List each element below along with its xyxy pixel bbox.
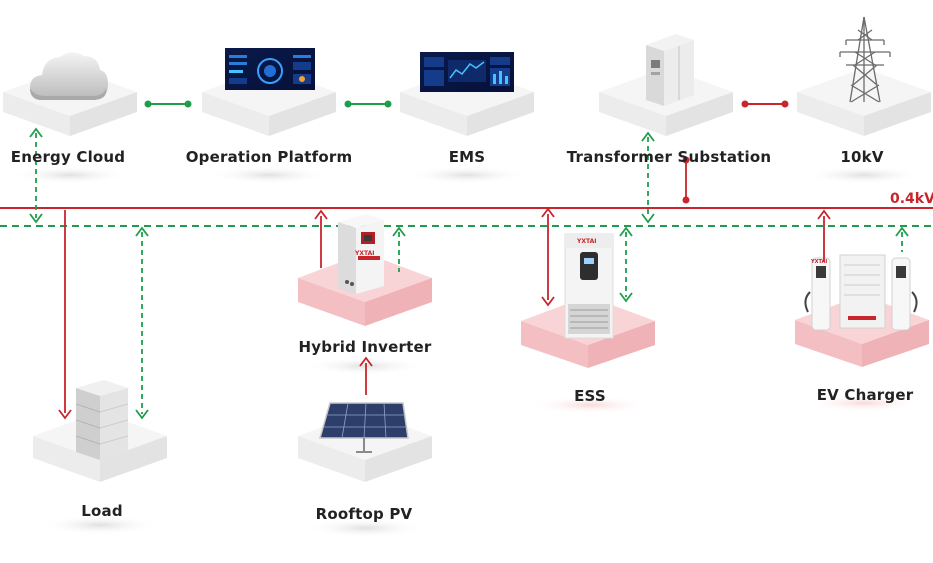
link-operation-ems (344, 100, 392, 108)
label-transformer-substation: Transformer Substation (566, 148, 772, 166)
power-flows (58, 156, 831, 420)
label-ems: EMS (448, 148, 486, 166)
communication-flows (35, 133, 903, 414)
dashboard-screen-icon (225, 48, 315, 90)
ess-brand-logo: YXTAI (577, 238, 597, 245)
label-shadows (10, 166, 924, 538)
transmission-tower-icon (839, 16, 891, 103)
battery-storage-icon (564, 233, 614, 339)
cloud-icon (30, 52, 108, 100)
ems-screen-icon (420, 52, 514, 92)
label-operation-platform: Operation Platform (185, 148, 353, 166)
label-load: Load (81, 502, 123, 520)
label-10kv: 10kV (840, 148, 884, 166)
background-guides (11, 0, 806, 440)
inverter-icon (338, 214, 384, 294)
label-ev-charger: EV Charger (816, 386, 914, 404)
label-hybrid-inverter: Hybrid Inverter (298, 338, 432, 356)
link-cloud-operation (144, 100, 192, 108)
label-energy-cloud: Energy Cloud (10, 148, 126, 166)
charger-brand-logo: YXTAI (811, 259, 828, 265)
cabinet-icon (646, 34, 694, 106)
solar-panel-icon (319, 402, 409, 453)
communication-arrowheads (29, 127, 909, 420)
charger-icon (804, 254, 918, 331)
inverter-brand-logo: YXTAI (355, 250, 375, 257)
server-rack-icon (75, 380, 129, 460)
label-bus-voltage: 0.4kV (890, 191, 933, 207)
label-rooftop-pv: Rooftop PV (315, 505, 413, 523)
link-substation-10kv (741, 100, 789, 108)
label-ess: ESS (574, 387, 606, 405)
